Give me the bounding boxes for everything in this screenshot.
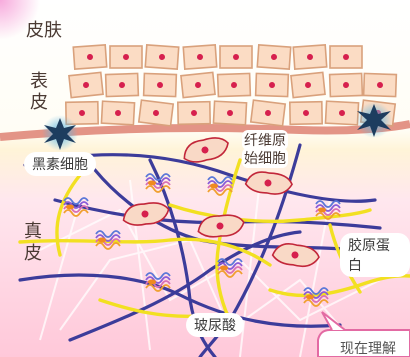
hyaluronic-acid-swirl bbox=[95, 230, 121, 250]
hyaluronic-acid-swirl bbox=[303, 287, 329, 307]
epidermis-label-1: 表 bbox=[30, 71, 48, 92]
cell-nucleus bbox=[343, 54, 349, 60]
fibroblast-nucleus bbox=[201, 146, 209, 154]
cell-nucleus bbox=[157, 82, 163, 88]
cell-nucleus bbox=[269, 82, 275, 88]
hyaluronic-acid-swirl bbox=[207, 176, 233, 196]
epidermis-cell bbox=[109, 45, 143, 69]
fibroblasts bbox=[122, 137, 320, 268]
collagen-label: 胶原蛋白 bbox=[340, 233, 410, 277]
fibroblast-cell bbox=[122, 202, 170, 226]
dermis-label-1: 真 bbox=[24, 221, 42, 242]
epidermis-cell bbox=[176, 100, 212, 126]
skin-label: 皮肤 bbox=[26, 20, 62, 41]
cell-nucleus bbox=[119, 82, 125, 88]
epidermis-cell bbox=[144, 44, 180, 70]
cell-nucleus bbox=[303, 110, 309, 116]
fibroblast-label-1: 纤维原 bbox=[242, 130, 288, 150]
corner-caption: 现在理解 bbox=[340, 341, 396, 357]
cell-nucleus bbox=[87, 54, 93, 60]
epidermis-cell bbox=[212, 100, 248, 126]
epidermis-cell bbox=[64, 100, 100, 126]
melanocyte-label: 黑素细胞 bbox=[24, 152, 96, 176]
epidermis-cell bbox=[137, 99, 175, 127]
epidermis-cell bbox=[216, 72, 252, 98]
epidermis-cell bbox=[288, 100, 324, 126]
epidermis-cell bbox=[180, 71, 216, 99]
epidermis-cell bbox=[290, 71, 326, 99]
epidermis-cell bbox=[142, 72, 178, 98]
cell-nucleus bbox=[197, 54, 203, 60]
cell-nucleus bbox=[83, 82, 89, 88]
hyaluronic-acid-swirl bbox=[217, 258, 243, 278]
hyaluronic-acid-molecules bbox=[63, 173, 341, 307]
dermis-label-2: 皮 bbox=[24, 243, 42, 264]
cell-nucleus bbox=[123, 54, 129, 60]
epidermis-cell bbox=[249, 99, 287, 127]
fibroblast-label-2: 始细胞 bbox=[242, 148, 288, 168]
fibroblast-nucleus bbox=[216, 222, 224, 230]
hyaluronic-acid-swirl bbox=[145, 272, 171, 292]
epidermis-cell bbox=[68, 71, 104, 99]
hyaluronic-acid-swirl bbox=[315, 200, 341, 220]
cell-nucleus bbox=[265, 110, 271, 116]
cell-nucleus bbox=[307, 54, 313, 60]
speech-bubble-tail bbox=[321, 311, 346, 331]
epidermis-cell bbox=[362, 72, 398, 98]
cell-nucleus bbox=[339, 110, 345, 116]
fibroblast-cell bbox=[183, 137, 229, 163]
cell-nucleus bbox=[227, 110, 233, 116]
hyaluronic-acid-label: 玻尿酸 bbox=[186, 313, 244, 337]
cell-nucleus bbox=[231, 82, 237, 88]
hyaluronic-acid-swirl bbox=[145, 173, 171, 193]
speech-bubble bbox=[317, 329, 410, 357]
hyaluronic-acid-swirl bbox=[63, 197, 89, 217]
fibroblast-cell bbox=[197, 214, 245, 238]
epidermis-cell bbox=[104, 72, 140, 98]
cell-nucleus bbox=[153, 110, 159, 116]
cell-nucleus bbox=[195, 82, 201, 88]
cell-nucleus bbox=[159, 54, 165, 60]
epidermis-cell bbox=[329, 45, 363, 69]
fibroblast-cell bbox=[271, 243, 320, 268]
fibroblast-nucleus bbox=[291, 251, 299, 259]
fibroblast-nucleus bbox=[141, 210, 149, 218]
epidermis-cell bbox=[256, 44, 292, 70]
fibroblast-cell bbox=[244, 171, 293, 195]
epidermis-label-2: 皮 bbox=[30, 92, 48, 113]
epidermis-cell bbox=[324, 100, 360, 126]
melanocyte-right bbox=[356, 102, 392, 138]
epidermis-cell bbox=[72, 44, 108, 70]
epidermis-cells bbox=[64, 44, 398, 127]
cell-nucleus bbox=[271, 54, 277, 60]
cell-nucleus bbox=[79, 110, 85, 116]
epidermis-cell bbox=[219, 45, 253, 69]
epidermis-cell bbox=[328, 72, 364, 98]
cell-nucleus bbox=[343, 82, 349, 88]
epidermis-cell bbox=[292, 44, 328, 70]
cell-nucleus bbox=[233, 54, 239, 60]
cell-nucleus bbox=[115, 110, 121, 116]
epidermis-cell bbox=[254, 72, 290, 98]
cell-nucleus bbox=[191, 110, 197, 116]
cell-nucleus bbox=[377, 82, 383, 88]
epidermis-cell bbox=[182, 44, 218, 70]
fibroblast-nucleus bbox=[264, 179, 272, 187]
corner-blush bbox=[0, 0, 40, 40]
epidermis-cell bbox=[100, 100, 136, 126]
cell-nucleus bbox=[305, 82, 311, 88]
melanocyte-left bbox=[42, 115, 78, 151]
